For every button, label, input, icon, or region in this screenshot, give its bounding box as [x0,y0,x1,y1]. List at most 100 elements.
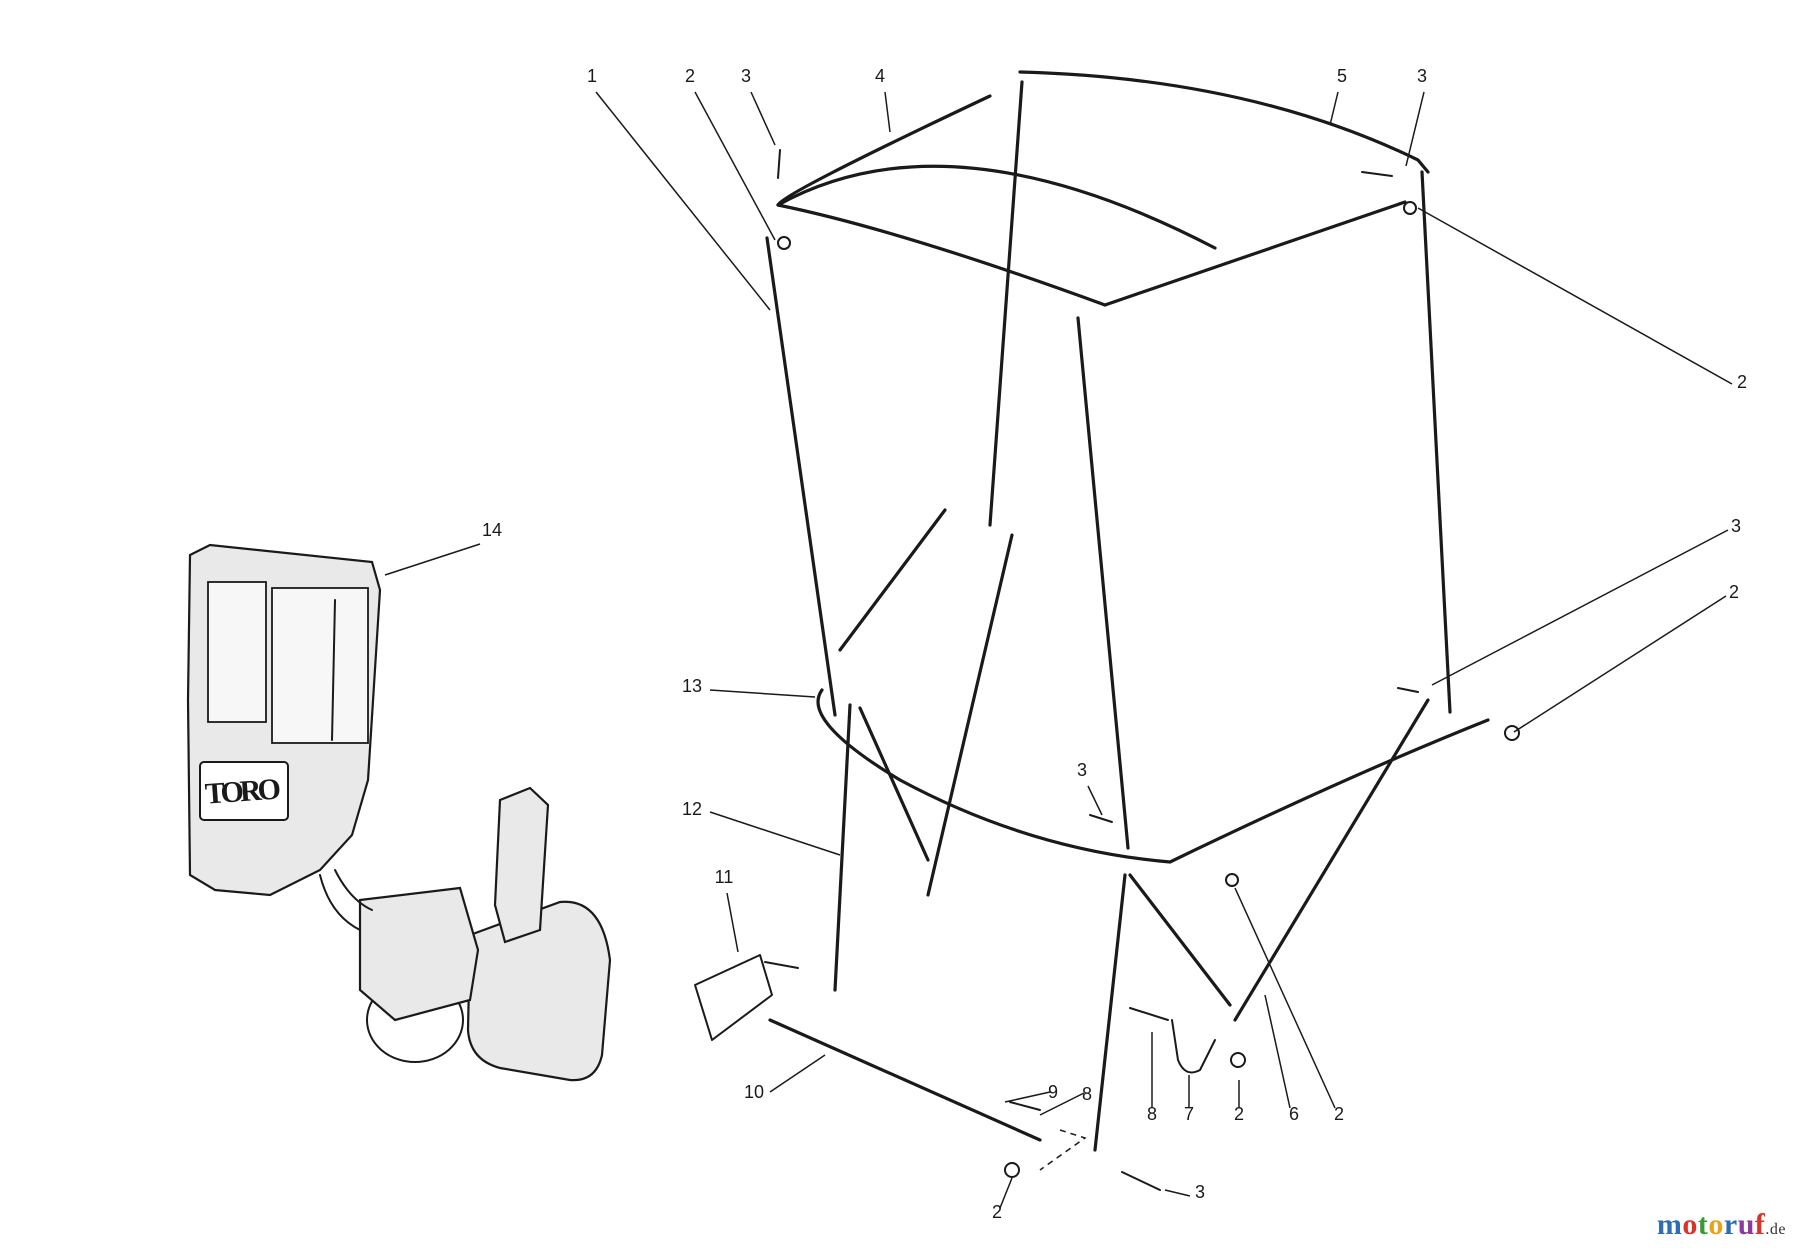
watermark-letters: motoruf [1657,1208,1766,1241]
cab-side-window [207,581,267,723]
watermark-letter: f [1754,1208,1766,1241]
leader-line [384,543,481,576]
leader-line [1431,529,1729,686]
leader-line [1513,595,1727,733]
leader-line [1329,91,1339,126]
part-3-bolt-lower [1121,1171,1161,1191]
watermark-suffix: .de [1765,1221,1786,1238]
callout-label: 4 [875,66,885,86]
leader-line [999,1177,1013,1209]
top-connector-arc [776,203,1107,307]
leader-line [694,91,776,241]
front-diagonal-brace-lower [926,533,1014,897]
front-diagonal-brace [838,508,947,652]
watermark-letter: o [1682,1208,1698,1241]
leader-line [1087,785,1103,816]
leader-line [1004,1091,1051,1103]
leader-line [726,892,739,953]
part-6-diagonal-brace [1233,698,1430,1022]
leader-line [1405,91,1425,167]
control-cables [319,869,373,931]
callout-label: 3 [1077,760,1087,780]
part-10-lower-rod [768,1018,1042,1142]
part-12-lower-front-upright [833,703,852,992]
callout-label: 8 [1082,1084,1092,1104]
inner-diagonal-brace [1128,873,1232,1007]
discharge-chute [493,786,550,944]
callout-label: 2 [1729,582,1739,602]
callout-label: 6 [1289,1104,1299,1124]
snowthrower-with-cab-illustration: TORO [186,543,612,1082]
part-2-nut [1225,873,1239,887]
center-upright [1076,316,1130,850]
part-3-bolt-mid [1397,687,1419,693]
part-4-top-front-rail [776,94,992,207]
callout-label: 13 [682,676,702,696]
part-2-nut [1230,1052,1246,1068]
part-3-bolt-bracket [764,961,799,969]
callout-label: 2 [992,1202,1002,1222]
engine [358,886,480,1022]
callout-label: 11 [715,867,734,887]
leader-line [709,811,841,856]
watermark-letter: r [1723,1208,1738,1241]
callout-label: 10 [744,1082,764,1102]
part-8-bolt-lower [1009,1101,1041,1111]
leader-line [1234,887,1336,1109]
callout-label: 3 [1731,516,1741,536]
part-11-bracket [694,954,773,1041]
callout-label: 3 [741,66,751,86]
cab-frame-exploded-view [694,70,1520,1191]
watermark-letter: o [1708,1208,1724,1241]
leader-line [1417,207,1733,385]
part-3-bolt-left [1089,814,1113,823]
part-8-bolt [1129,1007,1169,1021]
alignment-dash [1039,1129,1087,1171]
motoruf-watermark: motoruf.de [1657,1208,1786,1242]
auger-housing [466,900,612,1082]
right-lower-upright [1093,873,1127,1152]
callout-label: 12 [682,799,702,819]
watermark-letter: m [1656,1208,1683,1241]
callout-label: 2 [1737,372,1747,392]
rear-center-upright [988,80,1024,527]
part-2-nut [1504,725,1520,741]
leader-line [709,689,816,698]
callout-label: 9 [1048,1082,1058,1102]
right-rear-upright [1420,170,1452,714]
watermark-letter: t [1697,1208,1709,1241]
callout-label: 14 [482,520,502,540]
part-3-bolt-right [1361,171,1393,177]
leader-line [769,1054,826,1093]
part-7-u-bracket [1171,1019,1216,1074]
callout-label: 5 [1337,66,1347,86]
leader-line [1264,994,1291,1109]
part-4-top-front-arc [776,164,1217,250]
part-2-nut [777,236,791,250]
callout-label: 1 [587,66,597,86]
leader-line [884,91,891,133]
callout-label: 2 [685,66,695,86]
watermark-letter: u [1737,1208,1755,1241]
callout-label: 3 [1195,1182,1205,1202]
part-5-top-rear-bow [1018,70,1430,174]
callout-label: 2 [1334,1104,1344,1124]
part-2-nut [1403,201,1417,215]
toro-logo-badge [199,761,289,821]
callout-label: 2 [1234,1104,1244,1124]
part-1-front-upright [765,236,837,717]
part-2-nut [1004,1162,1020,1178]
toro-logo-text: TORO [204,772,282,810]
leader-line [1164,1189,1191,1197]
part-3-bolt-top [777,149,781,179]
cab-front-window [271,587,369,744]
leader-line [750,91,776,146]
leader-line [595,91,771,311]
callout-label: 7 [1184,1104,1194,1124]
callout-label: 3 [1417,66,1427,86]
callout-leaders [384,91,1733,1209]
callout-label: 8 [1147,1104,1157,1124]
part-5-top-side-rail [1103,200,1407,307]
